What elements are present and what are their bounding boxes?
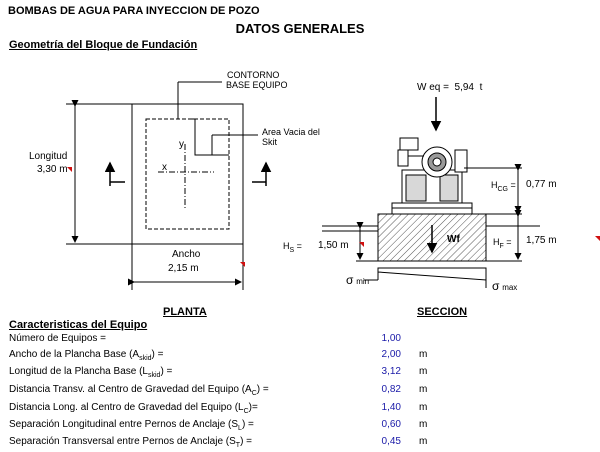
sheet-header: BOMBAS DE AGUA PARA INYECCION DE POZO <box>8 5 260 17</box>
equipment-row: Separación Transversal entre Pernos de A… <box>9 436 428 449</box>
equipment-row: Distancia Long. al Centro de Gravedad de… <box>9 402 428 415</box>
equipment-row: Número de Equipos = 1,00 <box>9 333 401 344</box>
soil-pressure-diagram <box>377 267 487 281</box>
void-area-outline <box>189 118 229 156</box>
hcg-label: HCG = <box>491 180 516 193</box>
hcg-value: 0,77 m <box>526 179 557 190</box>
ancho-value: 2,15 m <box>168 263 199 274</box>
sigma-max-label: σ max <box>492 279 518 293</box>
equipment-row: Separación Longitudinal entre Pernos de … <box>9 419 428 432</box>
equipment-base-contour <box>145 118 230 230</box>
area-vacia-label-1: Area Vacia del <box>262 127 320 137</box>
geometry-subtitle: Geometría del Bloque de Fundación <box>9 39 198 51</box>
planta-caption: PLANTA <box>163 306 207 318</box>
equipment-row: Longitud de la Plancha Base (Lskid) = 3,… <box>9 366 428 379</box>
foundation-drawing <box>66 81 600 290</box>
hf-label: HF = <box>493 237 512 250</box>
hf-value: 1,75 m <box>526 235 557 246</box>
equipment-value[interactable]: 0,82 <box>381 384 401 395</box>
hs-value: 1,50 m <box>318 240 349 251</box>
equipment-value[interactable]: 1,00 <box>381 333 401 344</box>
main-title: DATOS GENERALES <box>235 21 365 36</box>
equipment-value[interactable]: 0,45 <box>381 436 401 447</box>
axis-y-label: y <box>179 139 184 150</box>
equipment-section-title: Caracteristicas del Equipo <box>9 319 148 331</box>
weq-label: W eq = 5,94 t <box>417 82 483 93</box>
foundation-block-outline <box>131 103 244 245</box>
wf-label: Wf <box>447 234 460 245</box>
area-vacia-label-2: Skit <box>262 137 278 147</box>
axis-x-label: x <box>162 162 167 173</box>
equipment-row: Ancho de la Plancha Base (Askid) = 2,00 … <box>9 349 428 362</box>
equipment-row: Distancia Transv. al Centro de Gravedad … <box>9 384 428 397</box>
longitud-value: 3,30 m <box>37 164 68 175</box>
equipment-value[interactable]: 3,12 <box>381 366 401 377</box>
longitud-label: Longitud <box>29 151 68 162</box>
seccion-caption: SECCION <box>417 306 468 318</box>
equipment-value[interactable]: 0,60 <box>381 419 401 430</box>
sigma-min-label: σ min <box>346 273 370 287</box>
equipment-value[interactable]: 1,40 <box>381 402 401 413</box>
hs-label: HS = <box>283 241 302 254</box>
contorno-label-2: BASE EQUIPO <box>226 80 288 90</box>
contorno-label-1: CONTORNO <box>227 70 280 80</box>
equipment-value[interactable]: 2,00 <box>381 349 401 360</box>
ancho-label: Ancho <box>172 249 201 260</box>
